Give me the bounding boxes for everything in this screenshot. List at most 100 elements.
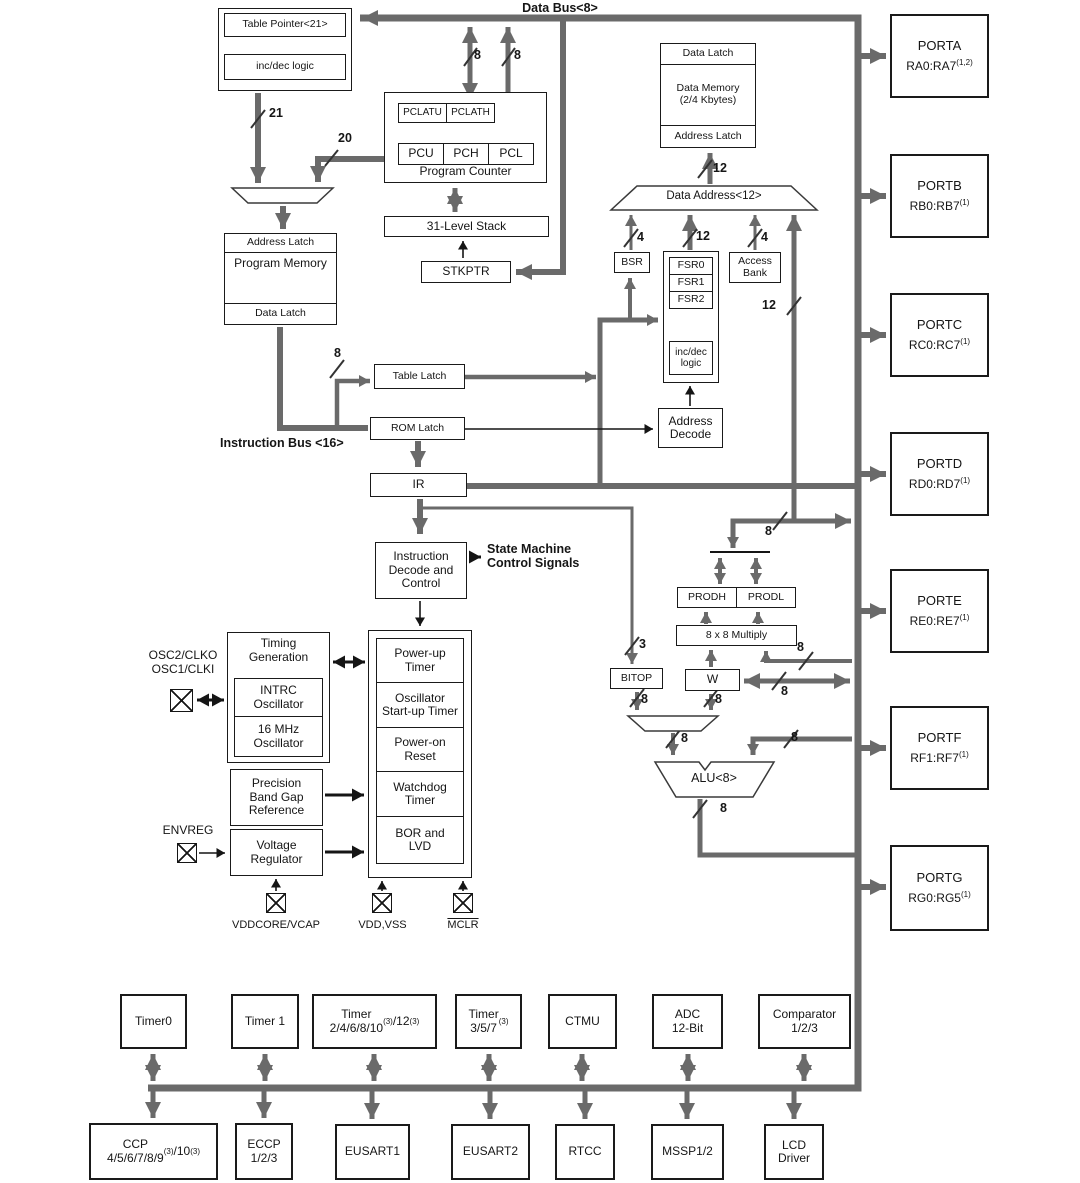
block-eusart2: EUSART2 bbox=[451, 1124, 530, 1180]
bus-width-label: 8 bbox=[681, 731, 688, 745]
bus-width-label: 20 bbox=[338, 131, 352, 145]
block-eccp: ECCP 1/2/3 bbox=[235, 1123, 293, 1180]
port-name: PORTE bbox=[917, 592, 962, 608]
block-power-on-reset: Power-on Reset bbox=[376, 727, 464, 772]
block-dm-address-latch: Address Latch bbox=[660, 125, 756, 148]
block-inc-dec-logic: inc/dec logic bbox=[224, 54, 346, 80]
block-pm-data-latch: Data Latch bbox=[224, 303, 337, 325]
vdd-vss-label: VDD,VSS bbox=[358, 919, 407, 931]
alu-input-mux-shape bbox=[626, 715, 720, 732]
block-ccp: CCP 4/5/6/7/8/9(3)/10(3) bbox=[89, 1123, 218, 1180]
bus-width-label: 8 bbox=[641, 692, 648, 706]
block-pch: PCH bbox=[443, 143, 489, 165]
bus-width-label: 12 bbox=[762, 298, 776, 312]
block-multiply: 8 x 8 Multiply bbox=[676, 625, 797, 646]
state-machine-label: State Machine Control Signals bbox=[487, 542, 580, 571]
port-pins: RC0:RC7(1) bbox=[908, 337, 971, 353]
block-bsr: BSR bbox=[614, 252, 650, 273]
mclr-pin bbox=[453, 893, 473, 913]
block-pm-address-latch: Address Latch bbox=[224, 233, 337, 253]
bus-width-label: 8 bbox=[334, 346, 341, 360]
block-porte: PORTE RE0:RE7(1) bbox=[890, 569, 989, 653]
instruction-bus-label: Instruction Bus <16> bbox=[220, 436, 344, 450]
block-lcd-driver: LCD Driver bbox=[764, 1124, 824, 1180]
block-ctmu: CTMU bbox=[548, 994, 617, 1049]
block-portg: PORTG RG0:RG5(1) bbox=[890, 845, 989, 931]
block-timer0: Timer0 bbox=[120, 994, 187, 1049]
osc-pins-label: OSC2/CLKO OSC1/CLKI bbox=[148, 648, 218, 676]
block-dm-data-latch: Data Latch bbox=[660, 43, 756, 65]
block-table-latch: Table Latch bbox=[374, 364, 465, 389]
block-access-bank: Access Bank bbox=[729, 252, 781, 283]
block-portf: PORTF RF1:RF7(1) bbox=[890, 706, 989, 790]
block-w-register: W bbox=[685, 669, 740, 691]
block-power-up-timer: Power-up Timer bbox=[376, 638, 464, 683]
port-name: PORTC bbox=[916, 316, 963, 332]
bus-width-label: 21 bbox=[269, 106, 283, 120]
port-pins: RA0:RA7(1,2) bbox=[906, 58, 973, 74]
bus-width-label: 4 bbox=[637, 230, 644, 244]
block-pcu: PCU bbox=[398, 143, 444, 165]
osc-pin bbox=[170, 689, 193, 712]
block-instruction-decode: Instruction Decode and Control bbox=[375, 542, 467, 599]
block-fsr2: FSR2 bbox=[669, 291, 713, 309]
block-portd: PORTD RD0:RD7(1) bbox=[890, 432, 989, 516]
mclr-label: MCLR bbox=[447, 919, 479, 931]
port-pins: RG0:RG5(1) bbox=[908, 890, 971, 906]
bus-width-label: 4 bbox=[761, 230, 768, 244]
vdd-vss-pin bbox=[372, 893, 392, 913]
port-pins: RE0:RE7(1) bbox=[909, 613, 970, 629]
block-portc: PORTC RC0:RC7(1) bbox=[890, 293, 989, 377]
block-address-decode: Address Decode bbox=[658, 408, 723, 448]
block-voltage-regulator: Voltage Regulator bbox=[230, 829, 323, 876]
bus-width-label: 8 bbox=[781, 684, 788, 698]
block-bitop: BITOP bbox=[610, 668, 663, 689]
block-eusart1: EUSART1 bbox=[335, 1124, 410, 1180]
block-band-gap: Precision Band Gap Reference bbox=[230, 769, 323, 826]
block-fsr0: FSR0 bbox=[669, 257, 713, 275]
block-table-pointer: Table Pointer<21> bbox=[224, 13, 346, 37]
port-name: PORTF bbox=[917, 729, 962, 745]
port-name: PORTD bbox=[916, 455, 963, 471]
block-porta: PORTA RA0:RA7(1,2) bbox=[890, 14, 989, 98]
block-rtcc: RTCC bbox=[555, 1124, 615, 1180]
block-prodh: PRODH bbox=[677, 587, 737, 608]
vddcore-label: VDDCORE/VCAP bbox=[231, 919, 321, 931]
block-data-memory: Data Memory (2/4 Kbytes) bbox=[660, 64, 756, 126]
bus-width-label: 12 bbox=[713, 161, 727, 175]
bus-width-label: 8 bbox=[720, 801, 727, 815]
block-mssp: MSSP1/2 bbox=[651, 1124, 724, 1180]
port-name: PORTB bbox=[917, 177, 962, 193]
port-pins: RF1:RF7(1) bbox=[910, 750, 969, 766]
port-name: PORTG bbox=[916, 869, 963, 885]
envreg-pin bbox=[177, 843, 197, 863]
port-name: PORTA bbox=[917, 37, 962, 53]
alu-shape bbox=[653, 761, 776, 798]
block-fsr-inc-dec: inc/dec logic bbox=[669, 341, 713, 375]
bus-width-label: 8 bbox=[765, 524, 772, 538]
block-timer1: Timer 1 bbox=[231, 994, 299, 1049]
block-stack: 31-Level Stack bbox=[384, 216, 549, 237]
address-mux-shape bbox=[230, 187, 335, 204]
block-adc: ADC 12-Bit bbox=[652, 994, 723, 1049]
block-program-memory: Program Memory bbox=[224, 252, 337, 304]
block-16mhz-oscillator: 16 MHz Oscillator bbox=[234, 716, 323, 757]
alu-label: ALU<8> bbox=[691, 771, 737, 785]
block-prodl: PRODL bbox=[736, 587, 796, 608]
bus-width-label: 3 bbox=[639, 637, 646, 651]
bus-width-label: 8 bbox=[715, 692, 722, 706]
program-counter-label: Program Counter bbox=[419, 164, 512, 178]
data-address-mux-shape bbox=[609, 185, 819, 211]
block-fsr1: FSR1 bbox=[669, 274, 713, 292]
block-pclath: PCLATH bbox=[446, 103, 495, 123]
bus-width-label: 8 bbox=[791, 730, 798, 744]
block-timer-3-5-7: Timer 3/5/7(3) bbox=[455, 994, 522, 1049]
port-pins: RD0:RD7(1) bbox=[908, 476, 971, 492]
block-stkptr: STKPTR bbox=[421, 261, 511, 283]
port-pins: RB0:RB7(1) bbox=[909, 198, 970, 214]
block-oscillator-start-up-timer: Oscillator Start-up Timer bbox=[376, 682, 464, 728]
block-bor-lvd: BOR and LVD bbox=[376, 816, 464, 864]
block-portb: PORTB RB0:RB7(1) bbox=[890, 154, 989, 238]
